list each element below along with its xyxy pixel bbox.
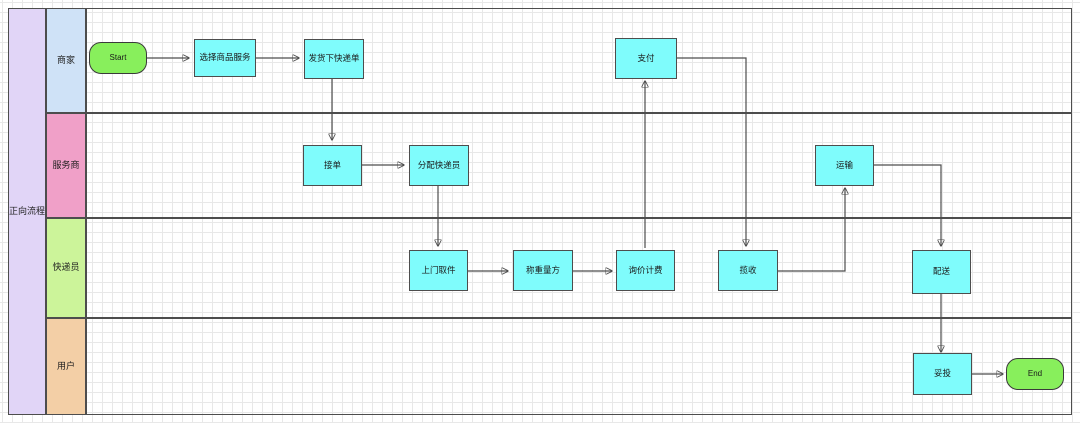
pool-title: 正向流程 bbox=[9, 206, 46, 217]
lane-label-merchant: 商家 bbox=[56, 54, 75, 65]
node-assign[interactable]: 分配快递员 bbox=[409, 145, 469, 186]
node-pay[interactable]: 支付 bbox=[615, 38, 677, 79]
node-select[interactable]: 选择商品服务 bbox=[194, 39, 256, 77]
pool-header[interactable]: 正向流程 bbox=[8, 8, 46, 415]
lane-body-user bbox=[86, 318, 1072, 415]
lane-label-user: 用户 bbox=[56, 360, 75, 371]
node-quote[interactable]: 询价计费 bbox=[616, 250, 675, 291]
node-weigh[interactable]: 称重量方 bbox=[513, 250, 573, 291]
node-start-label: Start bbox=[109, 53, 127, 63]
node-start[interactable]: Start bbox=[89, 42, 147, 74]
node-collect[interactable]: 揽收 bbox=[718, 250, 778, 291]
lane-header-merchant[interactable]: 商家 bbox=[46, 8, 86, 113]
lane-body-provider bbox=[86, 113, 1072, 218]
node-weigh-label: 称重量方 bbox=[525, 264, 560, 275]
lane-header-provider[interactable]: 服务商 bbox=[46, 113, 86, 218]
lane-header-user[interactable]: 用户 bbox=[46, 318, 86, 415]
node-deliver[interactable]: 配送 bbox=[912, 250, 971, 294]
node-select-label: 选择商品服务 bbox=[199, 52, 251, 63]
lane-body-merchant bbox=[86, 8, 1072, 113]
node-pay-label: 支付 bbox=[637, 52, 655, 63]
node-transport-label: 运输 bbox=[835, 159, 853, 170]
node-pickup-label: 上门取件 bbox=[421, 264, 456, 275]
node-collect-label: 揽收 bbox=[739, 264, 757, 275]
lane-header-courier[interactable]: 快递员 bbox=[46, 218, 86, 318]
node-quote-label: 询价计费 bbox=[628, 264, 663, 275]
node-accept-label: 接单 bbox=[323, 159, 341, 170]
node-accept[interactable]: 接单 bbox=[303, 145, 362, 186]
node-transport[interactable]: 运输 bbox=[815, 145, 874, 186]
node-delivered[interactable]: 妥投 bbox=[913, 353, 972, 395]
lane-body-courier bbox=[86, 218, 1072, 318]
node-end-label: End bbox=[1027, 369, 1043, 379]
node-ship-label: 发货下快递单 bbox=[308, 53, 360, 64]
node-pickup[interactable]: 上门取件 bbox=[409, 250, 468, 291]
node-delivered-label: 妥投 bbox=[933, 368, 951, 379]
node-ship[interactable]: 发货下快递单 bbox=[304, 39, 364, 79]
lane-label-provider: 服务商 bbox=[52, 159, 80, 170]
lane-label-courier: 快递员 bbox=[52, 262, 80, 273]
node-deliver-label: 配送 bbox=[932, 266, 950, 277]
node-assign-label: 分配快递员 bbox=[417, 159, 461, 170]
node-end[interactable]: End bbox=[1006, 358, 1064, 390]
